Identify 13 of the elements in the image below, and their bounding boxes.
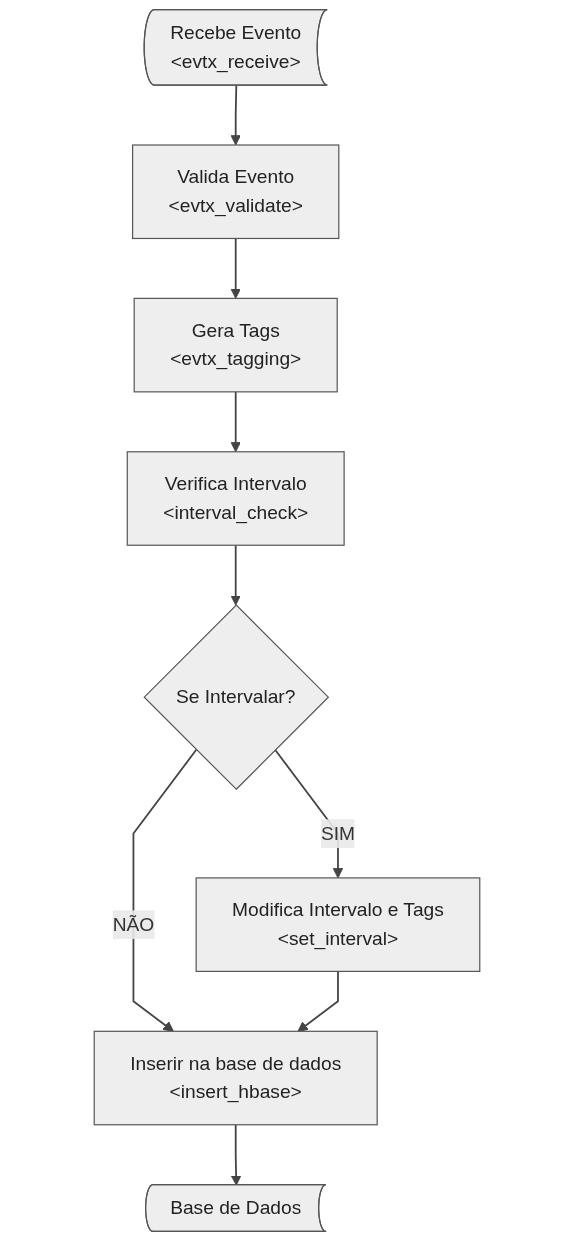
edge-label: SIM: [320, 822, 356, 844]
node-box: Modifica Intervalo e Tags <set_interval>: [195, 877, 481, 972]
edge-label: NÃO: [112, 913, 155, 935]
arrow: [297, 970, 339, 1032]
node-diamond: Se Intervalar?: [143, 604, 330, 791]
arrow: [132, 748, 198, 1032]
arrow: [230, 390, 241, 453]
node-box: Inserir na base de dados <insert_hbase>: [93, 1030, 378, 1126]
node-box: Valida Evento <evtx_validate>: [132, 144, 340, 240]
node-box: Gera Tags <evtx_tagging>: [133, 297, 338, 393]
arrow: [230, 544, 241, 606]
node-box: Verifica Intervalo <interval_check>: [126, 451, 345, 546]
arrow: [230, 237, 241, 299]
